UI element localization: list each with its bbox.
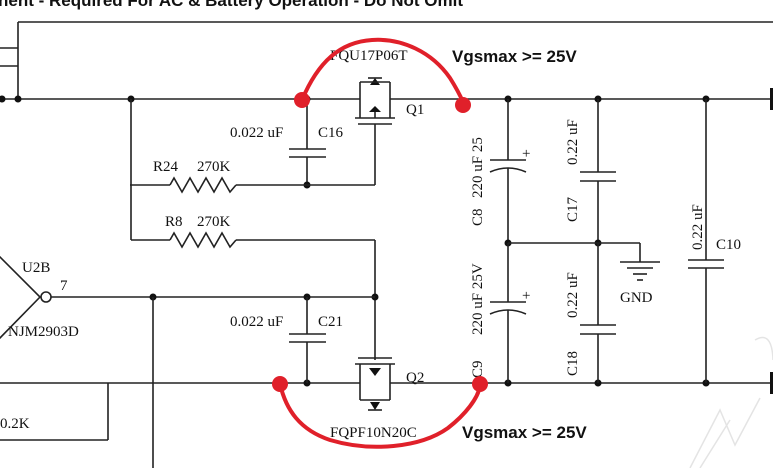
r24-value: 270K bbox=[197, 159, 231, 175]
terminal-bottom bbox=[770, 372, 773, 394]
header-text: nent - Required For AC & Battery Operati… bbox=[0, 0, 463, 10]
red-dot-top-left bbox=[294, 92, 310, 108]
terminal-top bbox=[770, 88, 773, 110]
q1-mosfet bbox=[355, 77, 395, 185]
c21-value: 0.022 uF bbox=[230, 314, 283, 330]
q1-vgs-note: Vgsmax >= 25V bbox=[452, 47, 577, 66]
q1-part: FQU17P06T bbox=[330, 48, 408, 64]
q2-mosfet bbox=[355, 357, 395, 411]
junction-dot bbox=[0, 95, 6, 103]
gnd-label: GND bbox=[620, 290, 653, 306]
u2b-part: NJM2903D bbox=[8, 324, 79, 340]
watermark bbox=[689, 336, 773, 468]
c9-value: 220 uF 25V bbox=[470, 263, 486, 335]
u2b-ref: U2B bbox=[22, 260, 50, 276]
q2-vgs-note: Vgsmax >= 25V bbox=[462, 423, 587, 442]
c8-plus: + bbox=[522, 146, 530, 162]
red-arc-top bbox=[300, 37, 465, 104]
r24-ref: R24 bbox=[153, 159, 179, 175]
red-dot-top-right bbox=[455, 97, 471, 113]
c16-value: 0.022 uF bbox=[230, 125, 283, 141]
r24-resistor bbox=[169, 176, 237, 194]
u2b-output-bubble bbox=[40, 291, 52, 303]
c9-ref: C9 bbox=[470, 360, 486, 378]
c21-ref: C21 bbox=[318, 314, 343, 330]
u2b-pin: 7 bbox=[60, 278, 68, 294]
r8-ref: R8 bbox=[165, 214, 183, 230]
c8-ref: C8 bbox=[470, 208, 486, 226]
u2b-opamp bbox=[0, 255, 42, 340]
r8-value: 270K bbox=[197, 214, 231, 230]
q2-part: FQPF10N20C bbox=[330, 425, 417, 441]
red-dot-bottom-left bbox=[272, 376, 288, 392]
c16-ref: C16 bbox=[318, 125, 344, 141]
c8-value: 220 uF 25 bbox=[470, 137, 486, 198]
c9-plus: + bbox=[522, 288, 530, 304]
c18-ref: C18 bbox=[565, 351, 581, 376]
c10-ref: C10 bbox=[716, 237, 741, 253]
red-arc-bottom bbox=[278, 382, 482, 449]
junction-dot bbox=[14, 95, 22, 103]
q2-ref: Q2 bbox=[406, 370, 424, 386]
r8-resistor bbox=[169, 231, 237, 249]
c17-ref: C17 bbox=[565, 196, 581, 222]
red-dot-bottom-right bbox=[472, 376, 488, 392]
left-resistor-value: 0.2K bbox=[0, 416, 30, 432]
c10-value: 0.22 uF bbox=[690, 204, 706, 250]
q1-ref: Q1 bbox=[406, 102, 424, 118]
c17-value: 0.22 uF bbox=[565, 119, 581, 165]
c18-value: 0.22 uF bbox=[565, 272, 581, 318]
